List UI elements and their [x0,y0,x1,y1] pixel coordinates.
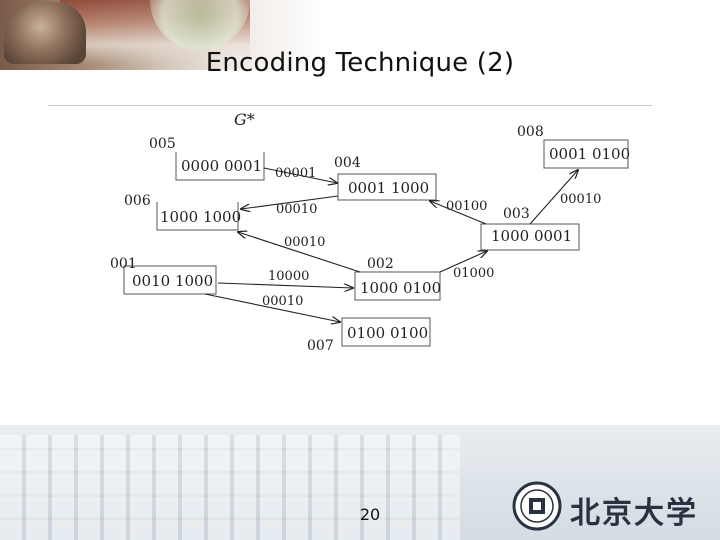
edge-002-003 [439,251,487,273]
edge-003-008 [529,170,578,225]
edge-002-006 [238,232,361,273]
edge-001-002 [217,282,353,288]
node-id-005: 005 [149,136,176,152]
header-banner [0,0,720,70]
node-code-007: 0100 0100 [347,324,428,342]
node-code-001: 0010 1000 [132,272,213,290]
edge-label-001-002: 10000 [268,269,309,284]
node-box-001 [123,265,217,295]
edge-label-005-004: 00001 [275,166,316,181]
node-box-005 [175,152,265,181]
node-box-003 [480,223,580,251]
edge-label-003-008: 00010 [560,192,601,207]
node-box-007 [341,317,431,347]
node-box-006 [156,202,239,231]
title-divider [48,105,652,106]
edge-label-002-006: 00010 [284,235,325,250]
edge-label-004-006: 00010 [276,202,317,217]
node-code-005: 0000 0001 [181,157,262,175]
edge-label-003-004: 00100 [446,199,487,214]
stone-lion-image [4,2,86,64]
node-code-008: 0001 0100 [549,145,630,163]
node-box-004 [337,173,437,201]
university-name-logo: 北京大学 [570,496,698,531]
edge-001-007 [204,293,340,322]
edge-005-004 [263,167,337,183]
node-code-006: 1000 1000 [160,208,241,226]
node-box-008 [543,139,629,169]
node-id-006: 006 [124,193,151,209]
graph-label: G* [234,110,255,129]
node-id-002: 002 [367,256,394,272]
page-number: 20 [359,505,381,524]
footer-background [0,425,720,540]
node-id-004: 004 [334,155,361,171]
node-id-008: 008 [517,124,544,140]
node-id-001: 001 [110,256,137,272]
keyboard-image [0,435,460,540]
node-code-002: 1000 0100 [360,279,441,297]
edge-label-001-007: 00010 [262,294,303,309]
edge-004-006 [241,195,339,209]
node-code-003: 1000 0001 [491,227,572,245]
university-seal-icon [512,481,562,531]
slide-title: Encoding Technique (2) [205,48,515,78]
node-box-002 [354,271,441,301]
node-id-003: 003 [503,206,530,222]
node-code-004: 0001 1000 [348,179,429,197]
node-id-007: 007 [307,338,334,354]
edge-label-002-003: 01000 [453,266,494,281]
edge-003-004 [430,201,487,225]
